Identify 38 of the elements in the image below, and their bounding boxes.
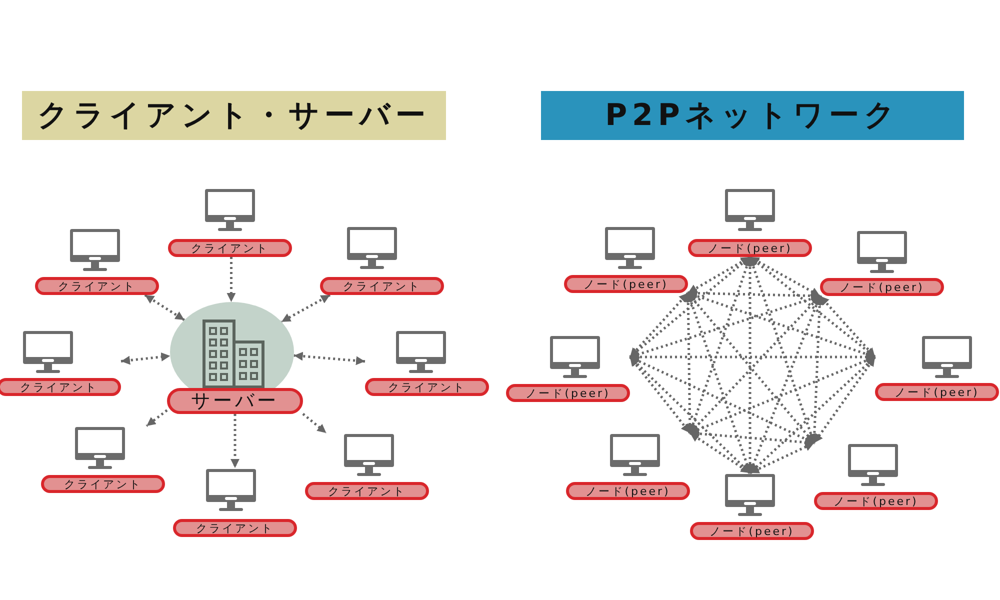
- arrow: [819, 295, 876, 358]
- arrow: [146, 409, 168, 427]
- arrow: [629, 292, 689, 358]
- heading-banner: P2Pネットワーク: [541, 91, 964, 140]
- arrow: [302, 412, 328, 434]
- client-label: クライアント: [41, 475, 165, 493]
- peer-label: ノード(peer): [814, 492, 938, 510]
- arrow: [629, 356, 751, 474]
- arrow: [749, 442, 815, 474]
- arrow: [226, 257, 236, 302]
- peer-label: ノード(peer): [506, 384, 630, 402]
- client-label: クライアント: [320, 277, 444, 295]
- arrow: [280, 294, 331, 323]
- peer-label: ノード(peer): [564, 275, 688, 293]
- arrow: [810, 296, 824, 444]
- client-label: クライアント: [35, 277, 159, 295]
- client-label: クライアント: [365, 378, 489, 396]
- server-label: サーバー: [167, 388, 303, 414]
- arrow: [294, 352, 366, 366]
- arrow: [684, 292, 694, 434]
- peer-label: ノード(peer): [688, 239, 812, 257]
- arrow: [812, 356, 876, 444]
- arrow: [629, 356, 691, 434]
- client-label: クライアント: [173, 519, 297, 537]
- arrow: [688, 288, 820, 300]
- arrow: [749, 356, 876, 474]
- peer-label: ノード(peer): [820, 278, 944, 296]
- peer-label: ノード(peer): [690, 522, 814, 540]
- arrow: [689, 432, 751, 474]
- heading-banner: クライアント・サーバー: [22, 91, 446, 140]
- peer-label: ノード(peer): [875, 383, 999, 401]
- arrow: [144, 294, 185, 322]
- arrow: [230, 414, 240, 468]
- peer-label: ノード(peer): [566, 482, 690, 500]
- arrow: [120, 352, 170, 365]
- client-label: クライアント: [168, 239, 292, 257]
- client-label: クライアント: [0, 378, 121, 396]
- client-label: クライアント: [305, 482, 429, 500]
